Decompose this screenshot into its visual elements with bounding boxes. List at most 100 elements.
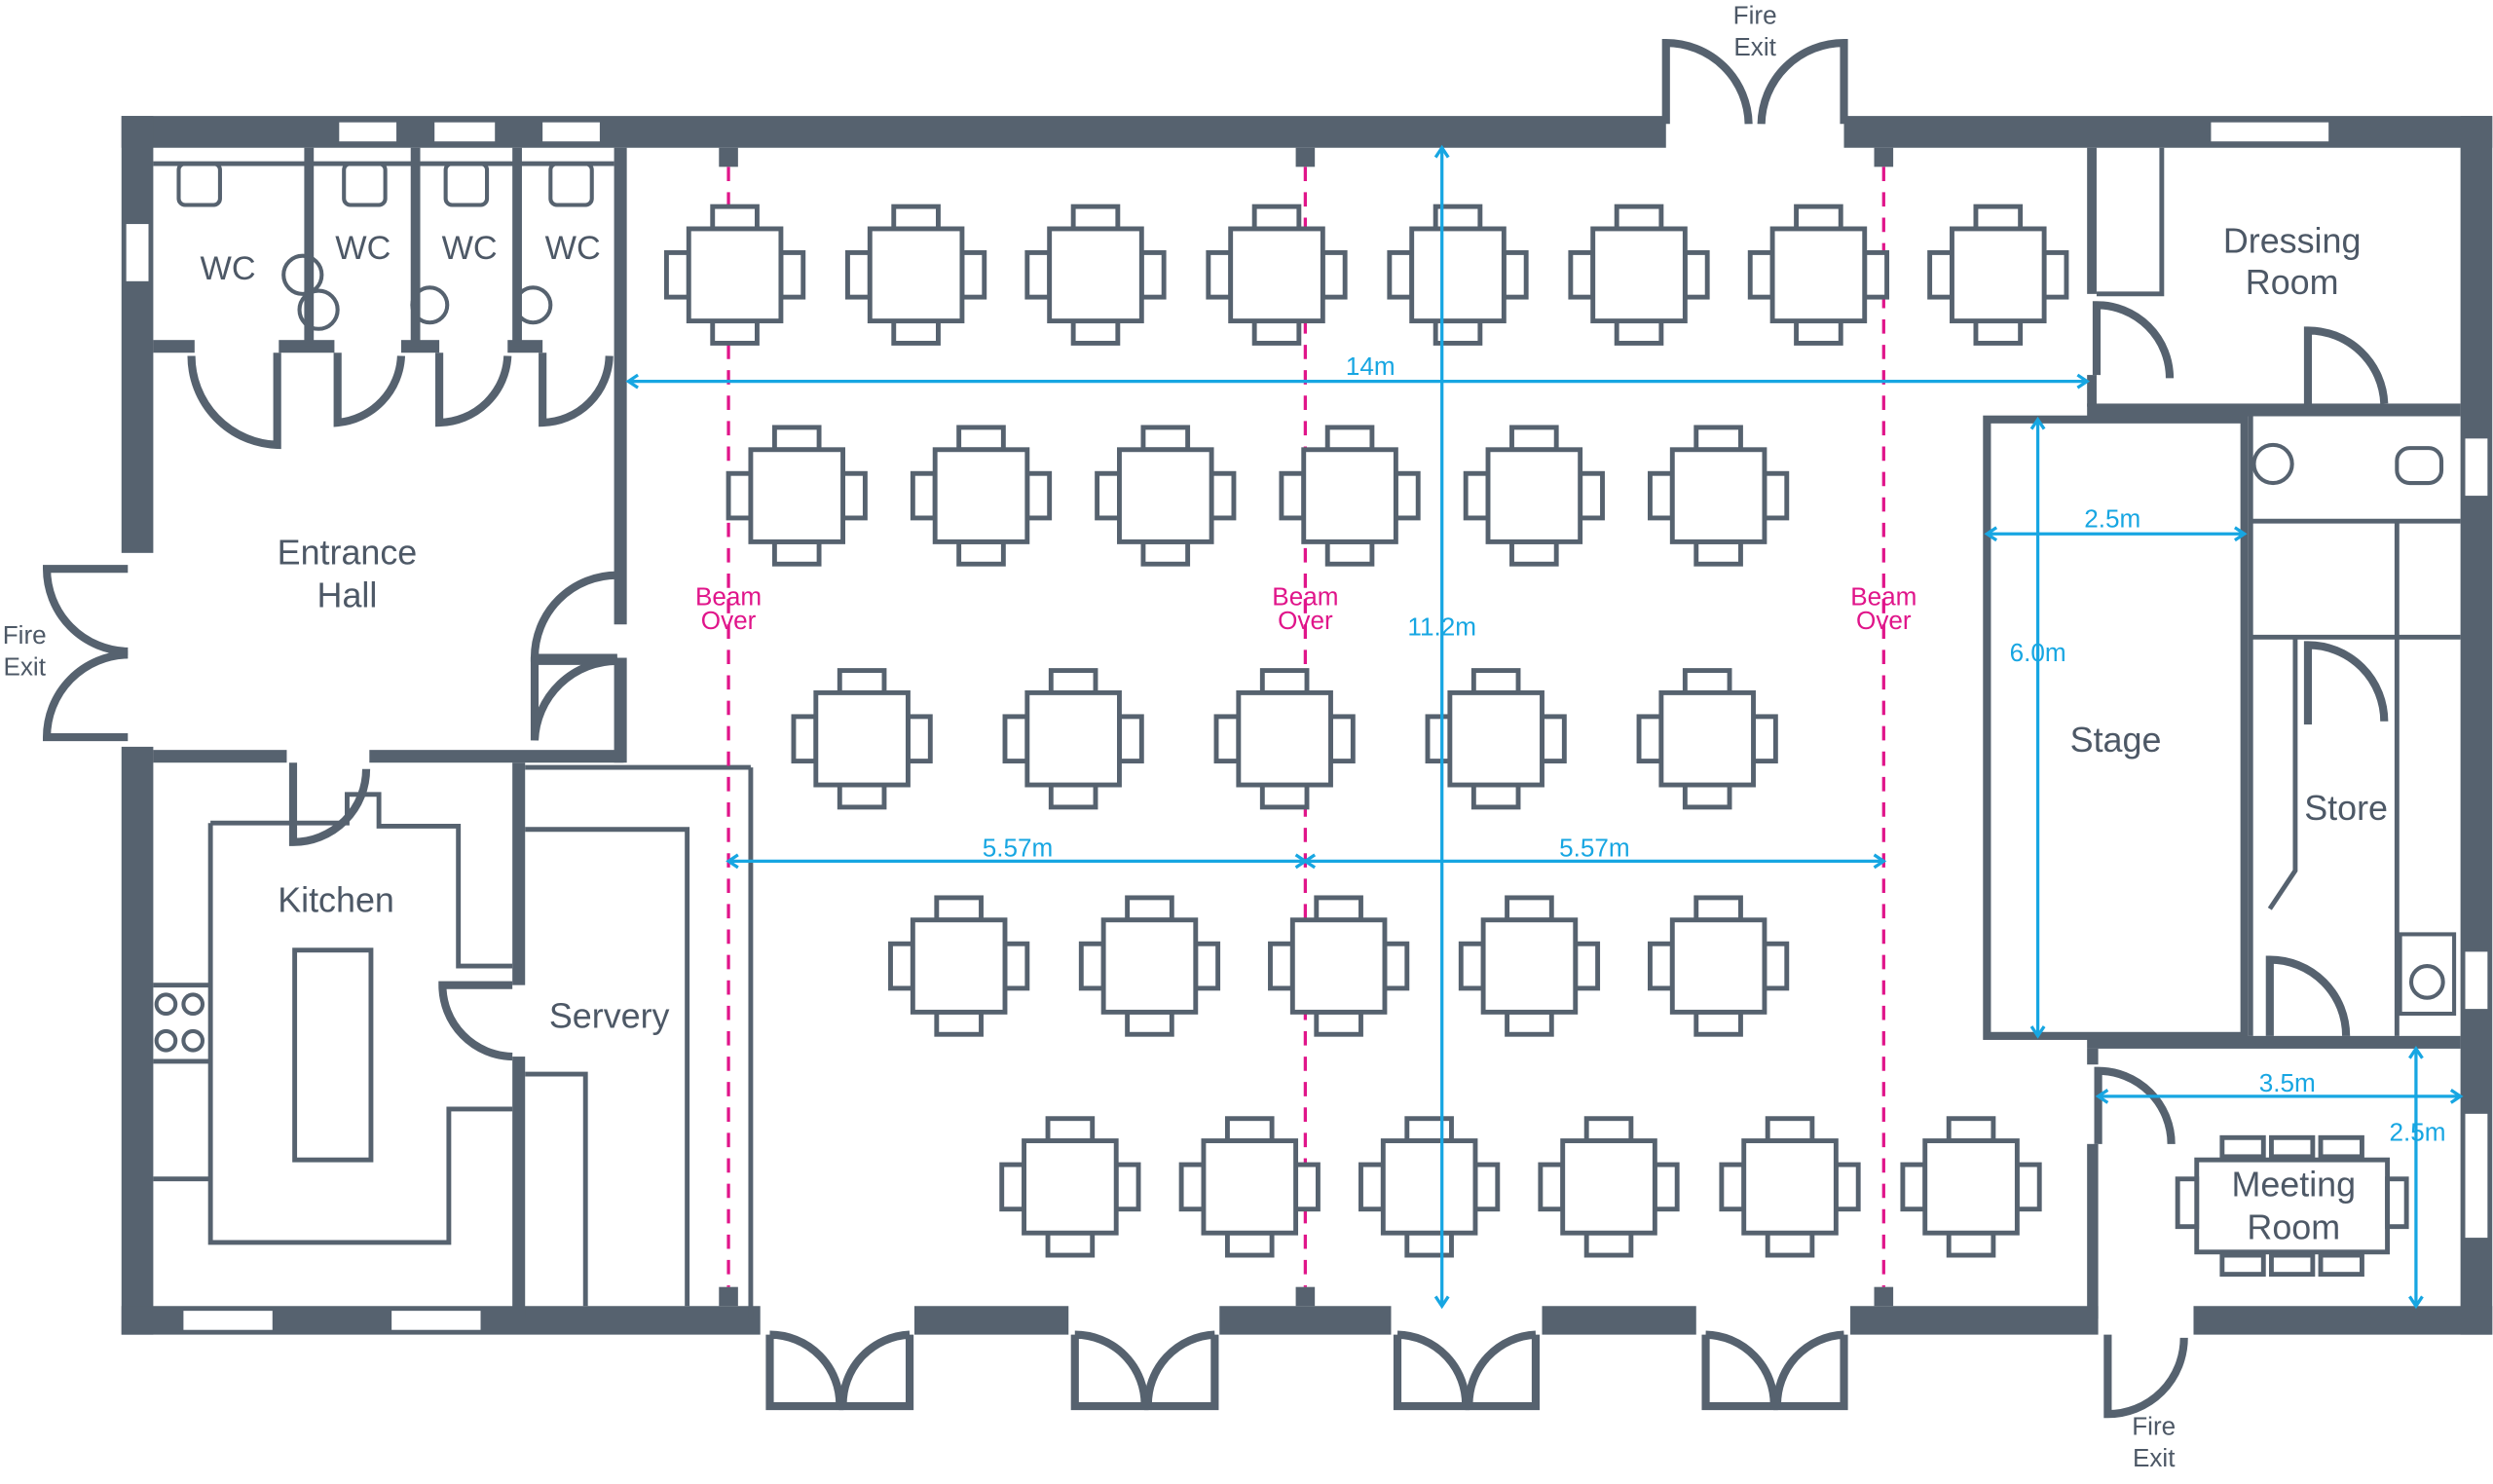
chair <box>1045 1230 1096 1258</box>
chair <box>1505 895 1554 923</box>
chair <box>1458 941 1486 991</box>
chair <box>1693 895 1743 923</box>
chair <box>1048 782 1098 810</box>
table-group-8 <box>1927 204 2069 346</box>
chair <box>1193 941 1221 991</box>
table-group-27 <box>1358 1116 1501 1258</box>
table <box>1950 226 2047 324</box>
chair <box>1505 1009 1554 1037</box>
table <box>1100 917 1199 1015</box>
chair <box>1765 1230 1815 1258</box>
chair <box>1573 941 1601 991</box>
chair <box>1045 1116 1096 1144</box>
chair <box>1213 714 1242 764</box>
wc-label-3: WC <box>442 230 498 267</box>
chair <box>1472 1162 1501 1212</box>
room-labels: WC WC WC WC Entrance Hall Kitchen Server… <box>201 221 2388 1246</box>
dimension-labels: 14m 11.2m 5.57m 5.57m 2.5m 6.0m 3.5m 2.5… <box>983 352 2446 1146</box>
chair <box>663 249 691 300</box>
meeting-room-label-line2: Room <box>2247 1208 2340 1247</box>
table-group-29 <box>1719 1116 1861 1258</box>
chair <box>837 782 887 810</box>
dressing-room-label-line1: Dressing <box>2223 221 2362 260</box>
dim-bay-span-1: 5.57m <box>983 833 1054 862</box>
table-group-13 <box>1463 425 1605 567</box>
chair <box>959 249 987 300</box>
chair <box>1138 249 1167 300</box>
chair <box>778 249 806 300</box>
chair <box>1206 249 1234 300</box>
chair <box>1140 538 1191 567</box>
table <box>1769 226 1868 324</box>
table-group-19 <box>1636 668 1778 810</box>
chair <box>934 895 984 923</box>
chair <box>956 425 1006 453</box>
chair <box>906 714 933 764</box>
chair <box>726 470 754 521</box>
chair <box>1900 1162 1928 1212</box>
meeting-room-label-line1: Meeting <box>2231 1166 2356 1205</box>
chair <box>1382 941 1410 991</box>
chair <box>1946 1230 1996 1258</box>
table-group-18 <box>1425 668 1567 810</box>
chair <box>1209 470 1237 521</box>
chair <box>1259 782 1310 810</box>
table <box>910 917 1008 1015</box>
entrance-hall-label-line2: Hall <box>317 575 378 614</box>
table <box>1380 1138 1478 1236</box>
table-group-25 <box>999 1116 1141 1258</box>
chair <box>1404 1116 1454 1144</box>
table <box>1117 447 1214 544</box>
table-group-1 <box>663 204 806 346</box>
dim-stage-width: 2.5m <box>2084 504 2140 534</box>
chair <box>2014 1162 2042 1212</box>
chair <box>891 318 941 346</box>
chair <box>1973 318 2024 346</box>
chair <box>1862 249 1890 300</box>
chair <box>956 538 1006 567</box>
table-group-22 <box>1268 895 1410 1037</box>
chair <box>1024 249 1053 300</box>
windows <box>123 119 2491 1333</box>
chair <box>1652 1162 1680 1212</box>
chair <box>1387 249 1415 300</box>
chair <box>1927 249 1954 300</box>
chair <box>1324 425 1375 453</box>
chair <box>1259 668 1310 695</box>
dining-tables <box>663 204 2069 1258</box>
chair <box>1024 470 1053 521</box>
dim-stage-depth: 6.0m <box>2010 638 2066 667</box>
beam-label-3-line2: Over <box>1856 606 1912 635</box>
table <box>1236 689 1333 788</box>
chair <box>1470 668 1521 695</box>
chair <box>1648 470 1675 521</box>
chair <box>1358 1162 1386 1212</box>
chair <box>1070 204 1121 232</box>
chair <box>1251 318 1302 346</box>
chair <box>1501 249 1529 300</box>
chair <box>840 470 868 521</box>
table <box>1301 447 1398 544</box>
chair <box>1251 204 1302 232</box>
chair <box>999 1162 1027 1212</box>
table-group-9 <box>726 425 868 567</box>
chair <box>1682 782 1732 810</box>
table-group-28 <box>1538 1116 1680 1258</box>
table-group-23 <box>1458 895 1601 1037</box>
table <box>748 447 845 544</box>
chair <box>1125 895 1174 923</box>
servery-label: Servery <box>549 997 670 1036</box>
chair <box>1070 318 1121 346</box>
beam-label-2-line1: Beam <box>1272 582 1338 612</box>
fixtures <box>153 147 2457 1307</box>
store-label: Store <box>2304 789 2388 828</box>
chair <box>1568 249 1596 300</box>
wc-label-1: WC <box>201 250 256 287</box>
table <box>1409 226 1507 324</box>
chair <box>1946 1116 1996 1144</box>
chair <box>1540 714 1567 764</box>
chair <box>1320 249 1348 300</box>
table <box>932 447 1030 544</box>
chair <box>1463 470 1491 521</box>
